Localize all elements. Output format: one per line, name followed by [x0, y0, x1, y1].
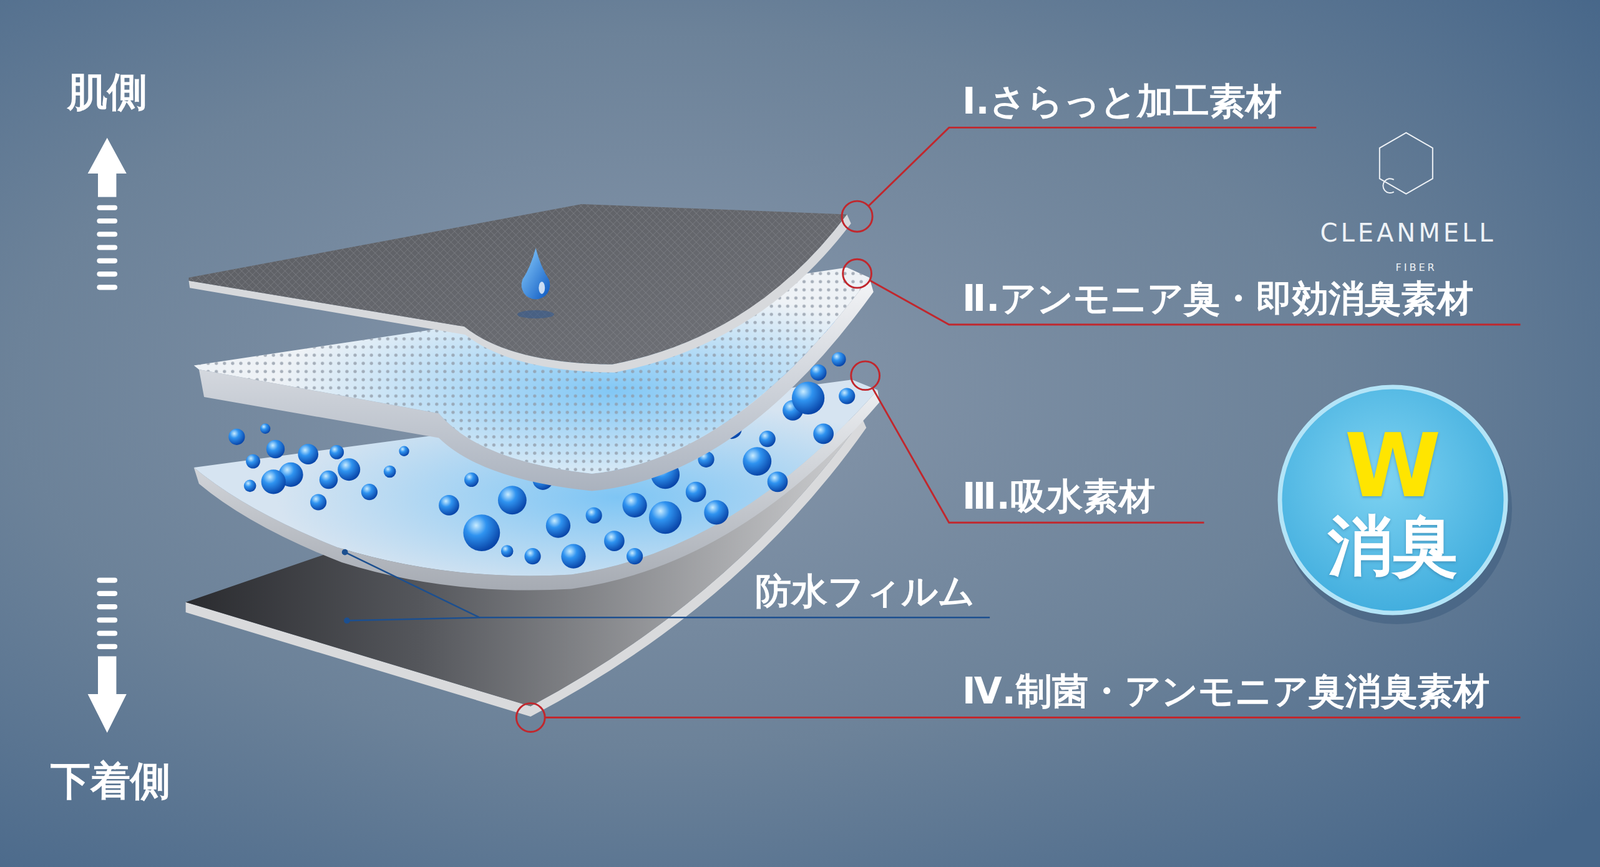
logo-mark — [1379, 132, 1433, 195]
leader-line — [345, 552, 990, 621]
brand-logo-text: FIBER — [1395, 261, 1438, 274]
badge-letter: W — [1344, 419, 1441, 512]
badge-text: 消臭 — [1327, 511, 1458, 580]
layer-label: Ⅰ.さらっと加工素材 — [962, 79, 1282, 124]
leader-line — [516, 127, 1521, 732]
badge-circle: W消臭 — [1277, 384, 1509, 616]
layer-label: Ⅱ.アンモニア臭・即効消臭素材 — [962, 277, 1474, 321]
direction-arrow — [87, 137, 127, 733]
side-label: 下着側 — [50, 756, 171, 805]
layer-label: Ⅳ.制菌・アンモニア臭消臭素材 — [962, 669, 1490, 714]
brand-logo-text: CLEANMELL — [1320, 217, 1497, 248]
layer-label: Ⅲ.吸水素材 — [962, 474, 1156, 519]
side-label: 肌側 — [67, 68, 148, 117]
layer-label: 防水フィルム — [755, 569, 975, 614]
